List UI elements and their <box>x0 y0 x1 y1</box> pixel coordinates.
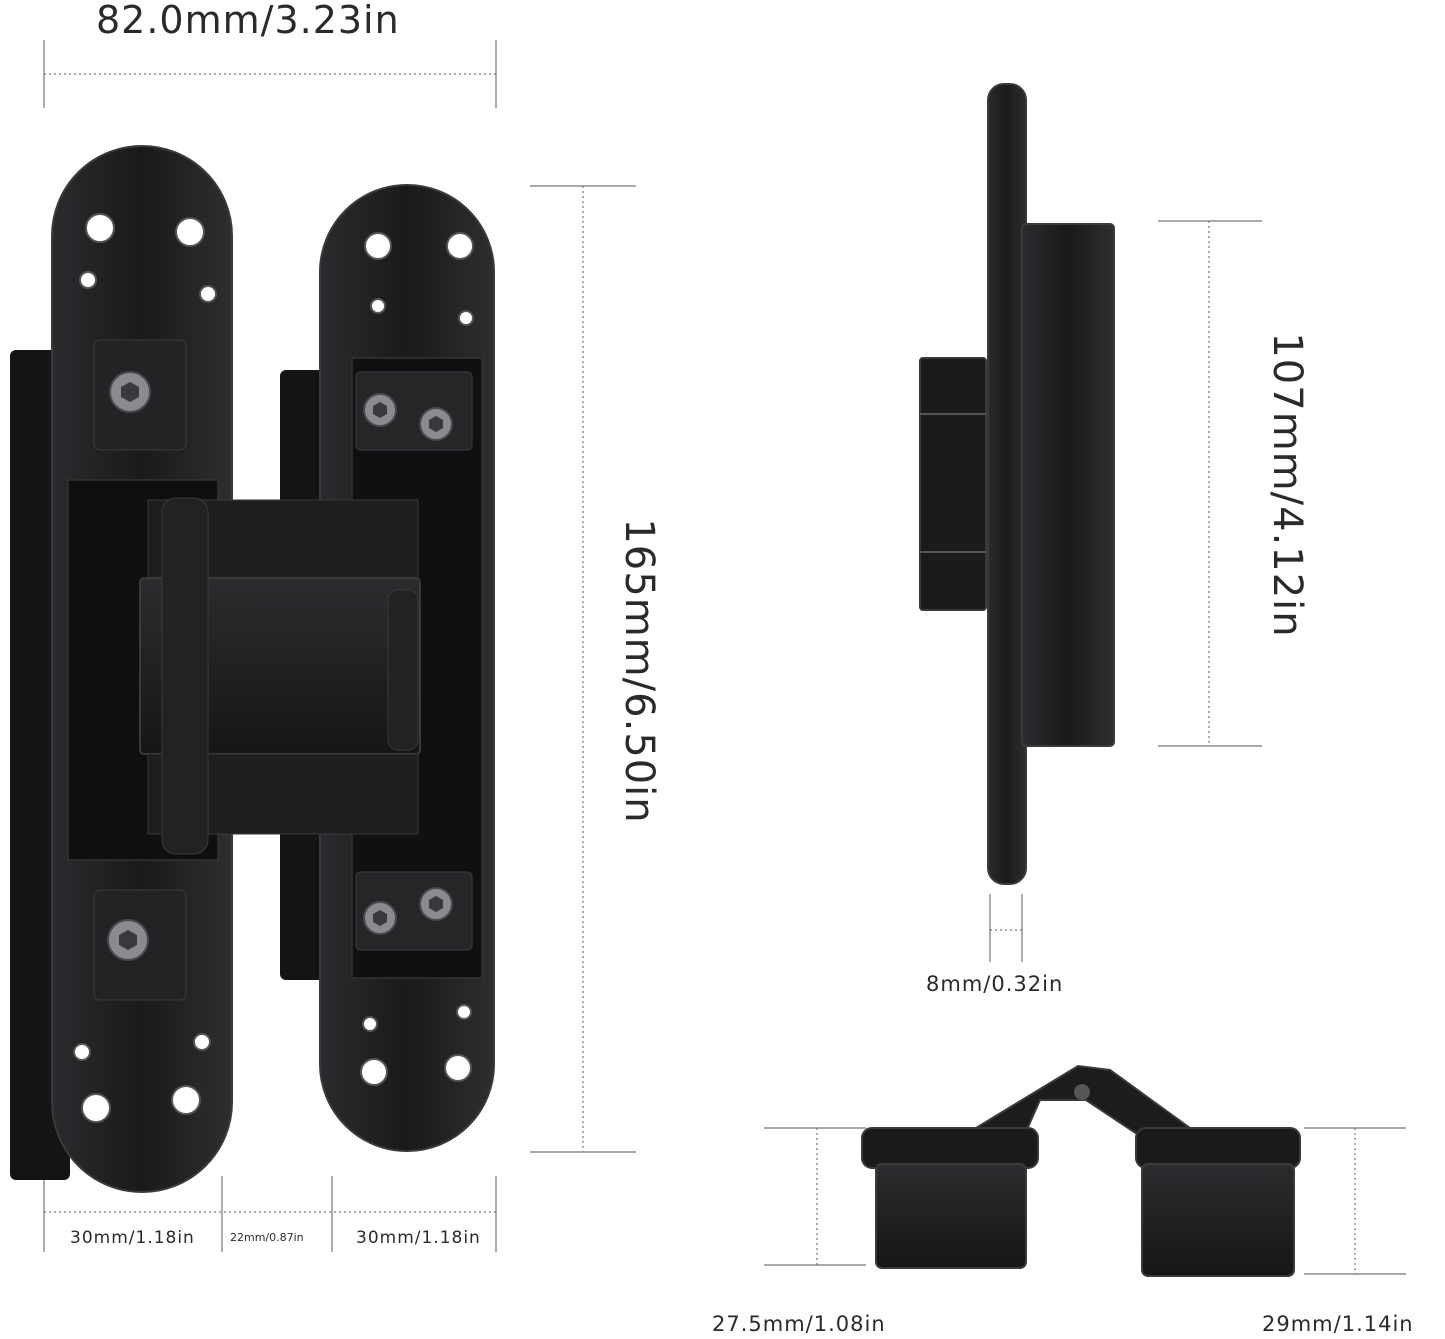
mounting-hole <box>81 1093 111 1123</box>
mounting-hole <box>364 232 392 260</box>
bottom-right-flange <box>1135 1127 1301 1169</box>
dimension-lines <box>43 40 1406 1275</box>
bottom-linkage <box>973 1064 1193 1138</box>
left-leaf-holes <box>73 213 217 1123</box>
plate-height-label: 107mm/4.12in <box>1264 332 1310 638</box>
hex-socket-icon <box>119 930 137 950</box>
pivot-icon <box>1074 1084 1090 1100</box>
mounting-hole <box>458 310 474 326</box>
mounting-hole <box>73 1043 91 1061</box>
bottom-left-body <box>875 1163 1027 1269</box>
hex-socket-icon <box>429 896 443 912</box>
mounting-hole <box>171 1085 201 1115</box>
pivot-pin-left <box>161 497 209 855</box>
mounting-hole <box>456 1004 472 1020</box>
hex-socket-icon <box>373 402 387 418</box>
mounting-hole <box>199 285 217 303</box>
total-height-label: 165mm/6.50in <box>616 518 662 824</box>
right-leaf-holes <box>360 232 474 1086</box>
hinge-side-view <box>919 83 1115 885</box>
mounting-hole <box>193 1033 211 1051</box>
mounting-hole <box>446 232 474 260</box>
mounting-hole <box>85 213 115 243</box>
total-width-label: 82.0mm/3.23in <box>96 0 400 42</box>
mounting-hole <box>79 271 97 289</box>
bottom-left-flange <box>861 1127 1039 1169</box>
screw-sockets <box>119 382 443 950</box>
side-body <box>1021 223 1115 747</box>
right-leaf-width-label: 30mm/1.18in <box>356 1228 481 1248</box>
right-body-depth-label: 29mm/1.14in <box>1262 1312 1414 1336</box>
bottom-right-body <box>1141 1163 1295 1277</box>
side-knuckle <box>919 357 987 611</box>
hex-socket-icon <box>429 416 443 432</box>
knuckle-width-label: 22mm/0.87in <box>230 1231 304 1244</box>
mounting-hole <box>444 1054 472 1082</box>
left-body-depth-label: 27.5mm/1.08in <box>712 1312 886 1336</box>
side-plate <box>987 83 1027 885</box>
plate-thickness-label: 8mm/0.32in <box>926 972 1064 996</box>
mounting-hole <box>362 1016 378 1032</box>
mounting-hole <box>360 1058 388 1086</box>
pivot-pin-right <box>387 589 419 751</box>
mounting-hole <box>370 298 386 314</box>
hex-socket-icon <box>373 910 387 926</box>
hinge-front-view <box>10 145 495 1193</box>
left-leaf-width-label: 30mm/1.18in <box>70 1228 195 1248</box>
mounting-hole <box>175 217 205 247</box>
hinge-bottom-view <box>861 1064 1301 1277</box>
hex-socket-icon <box>121 382 139 402</box>
